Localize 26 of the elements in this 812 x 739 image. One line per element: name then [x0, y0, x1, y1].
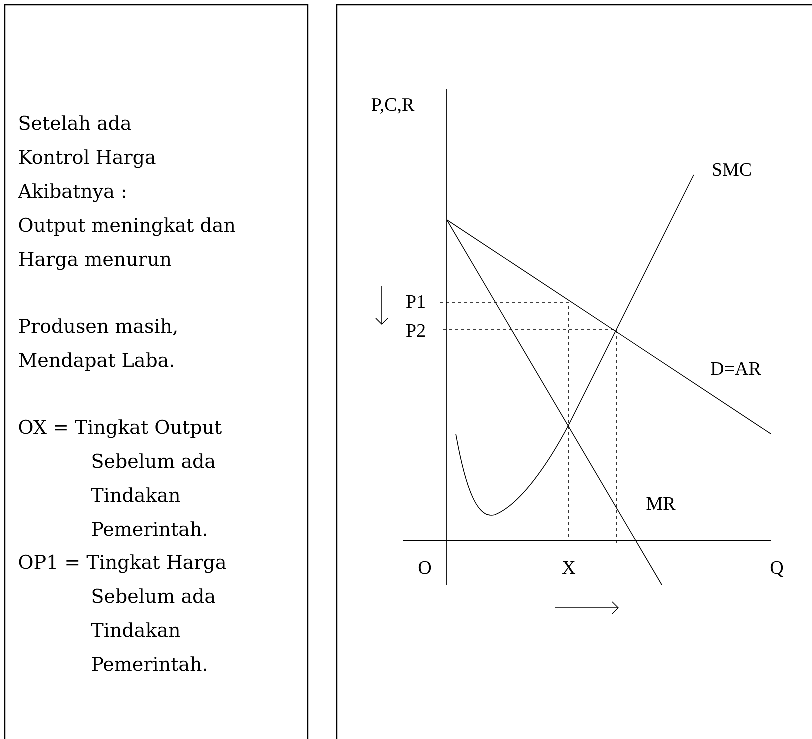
panel-text: Mendapat Laba. — [19, 352, 174, 371]
chart-panel — [336, 4, 812, 739]
panel-text: Kontrol Harga — [19, 150, 156, 168]
panel-text: Sebelum ada — [92, 454, 216, 468]
panel-text: Setelah ada — [20, 116, 132, 130]
axis-label: O — [418, 561, 432, 574]
curve-label: MR — [646, 498, 676, 510]
panel-text: Akibatnya : — [18, 184, 126, 202]
axis-label: P,C,R — [372, 98, 415, 114]
axis-label: Q — [770, 561, 784, 578]
panel-text: Tindakan — [91, 488, 180, 502]
panel-text: Harga menurun — [19, 252, 172, 270]
axis-label: P2 — [406, 324, 425, 337]
panel-text: Pemerintah. — [92, 656, 206, 672]
panel-text: Output meningkat dan — [19, 218, 236, 236]
text-panel — [4, 4, 309, 739]
panel-text: Sebelum ada — [92, 588, 216, 604]
panel-text: OX = Tingkat Output — [19, 420, 222, 438]
panel-text: OP1 = Tingkat Harga — [19, 554, 226, 574]
panel-text: Produsen masih, — [19, 318, 177, 336]
panel-text: Tindakan — [91, 622, 180, 638]
axis-label: P1 — [406, 295, 425, 308]
panel-text: Pemerintah. — [92, 522, 206, 536]
axis-label: X — [562, 562, 576, 574]
curve-label: D=AR — [711, 362, 762, 376]
curve-label: SMC — [713, 163, 751, 176]
